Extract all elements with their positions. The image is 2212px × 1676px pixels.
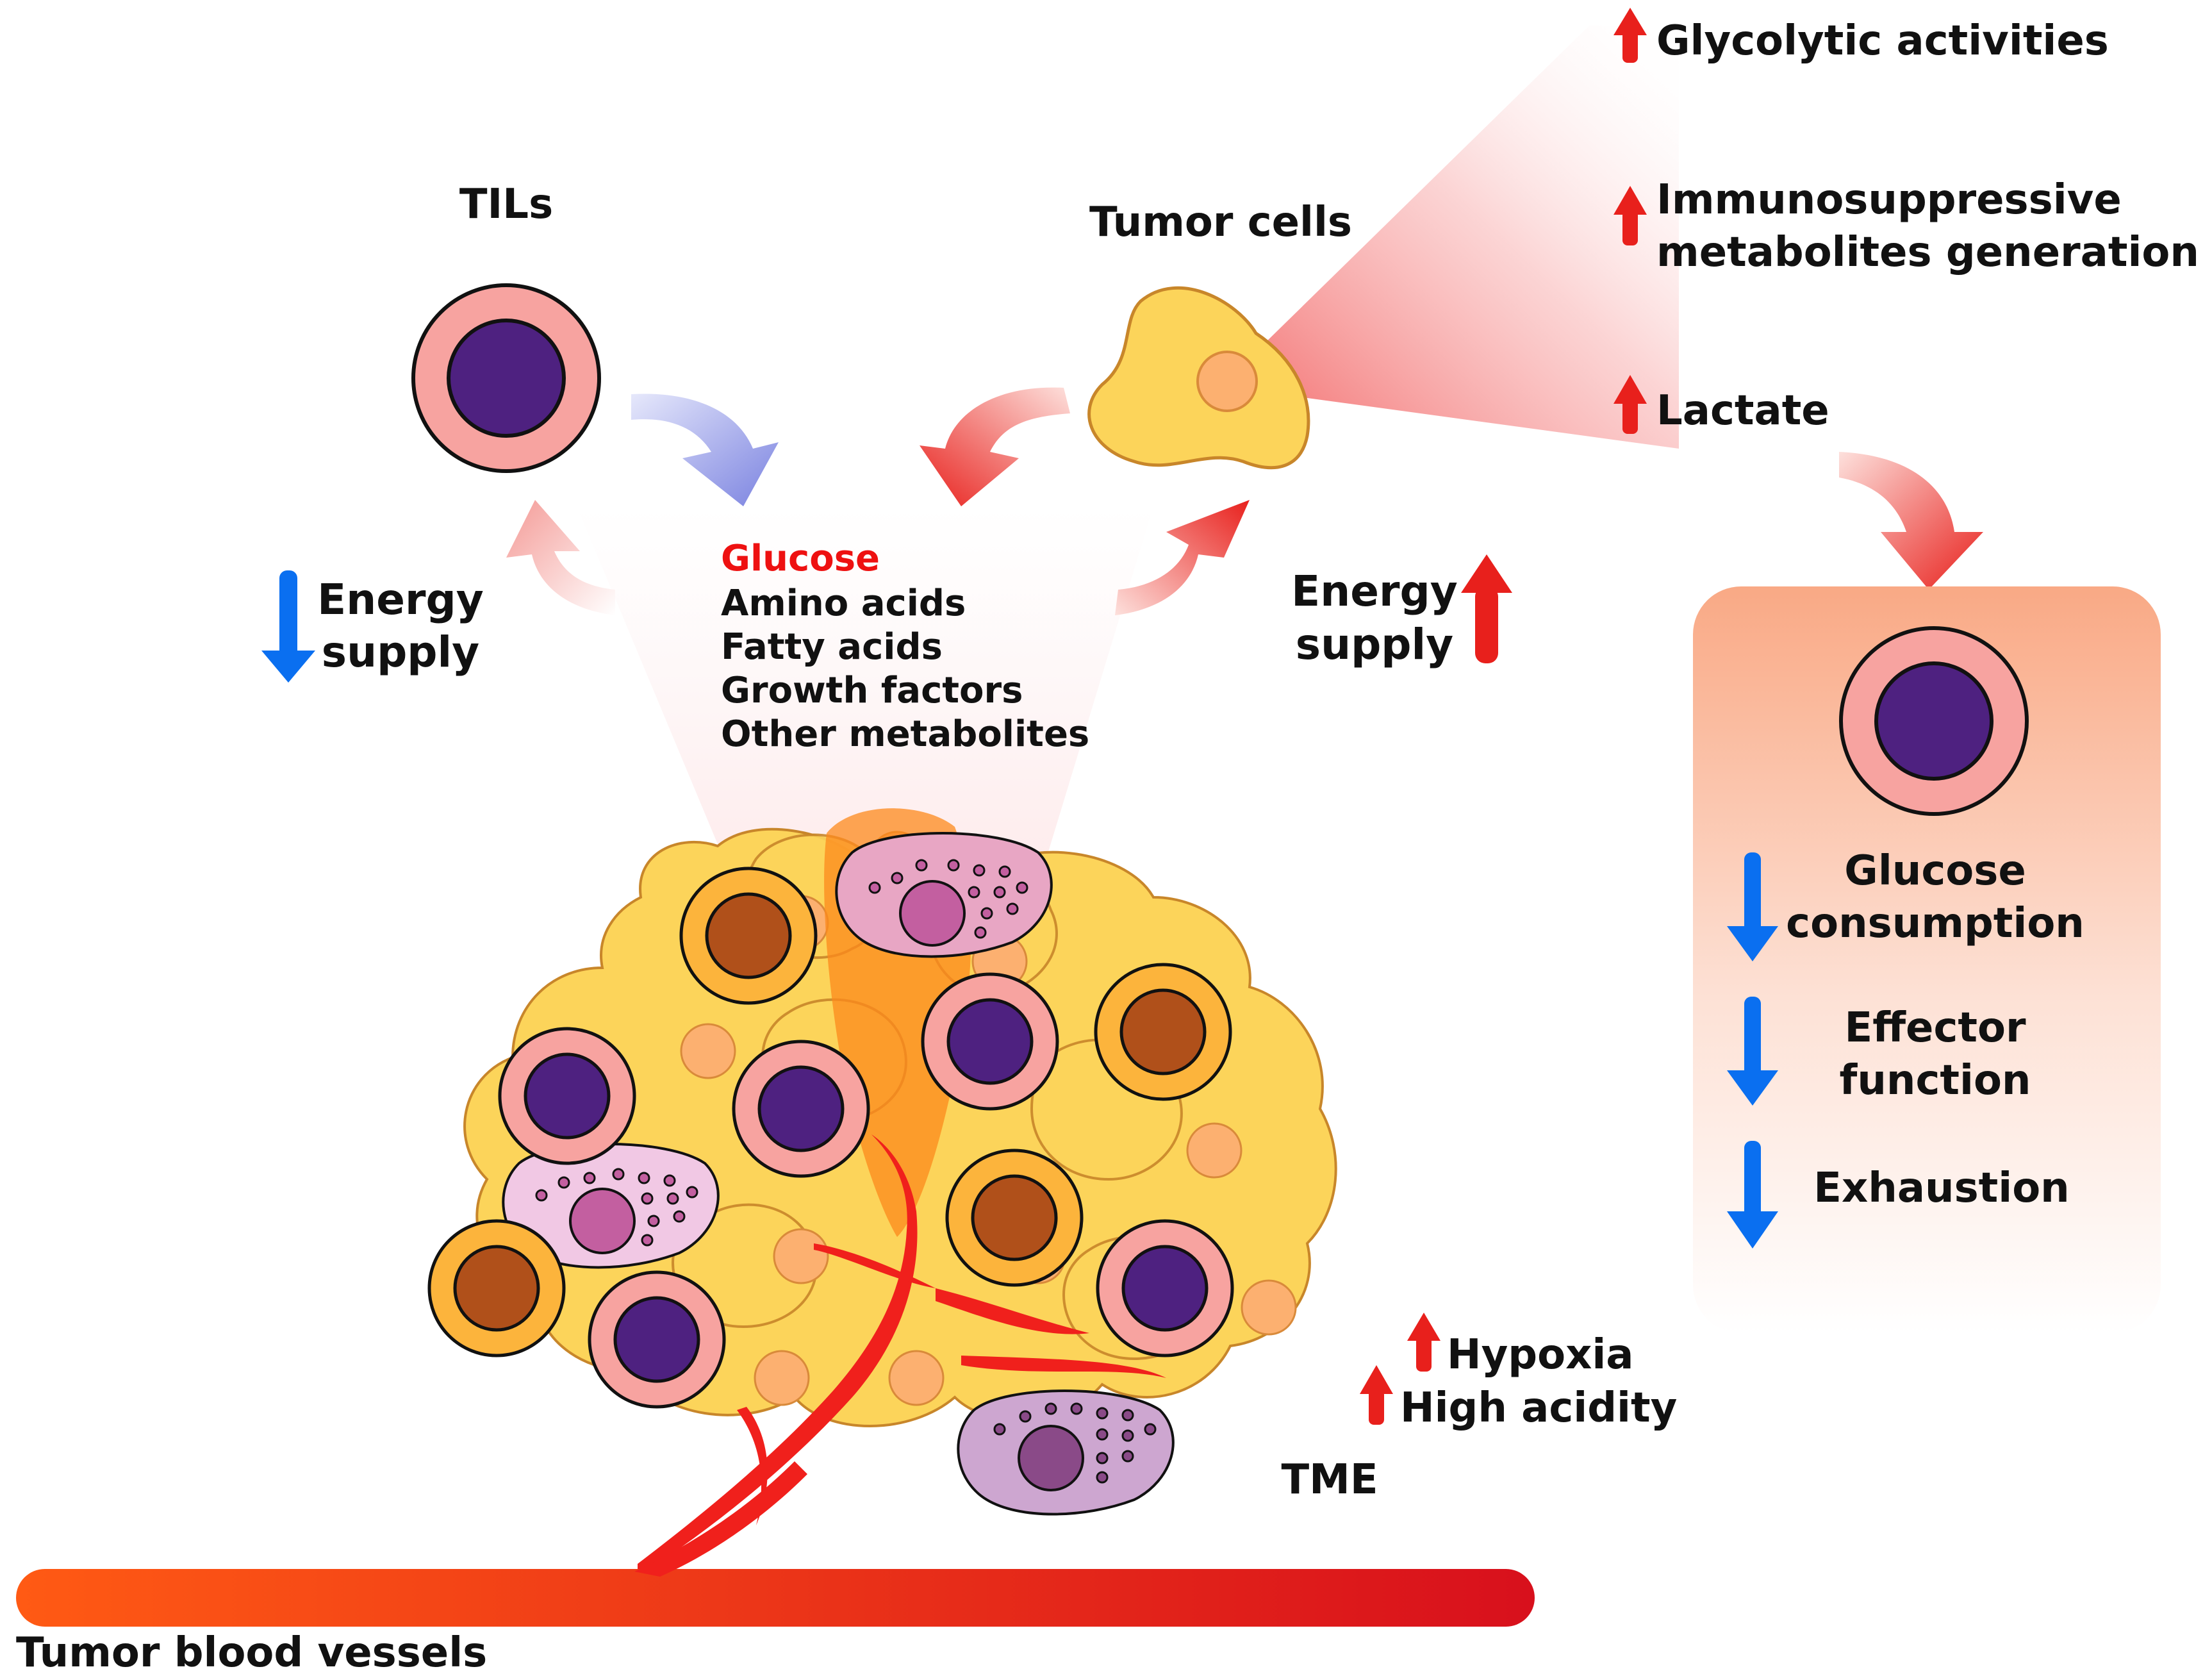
curved-arrow-icon	[631, 394, 779, 506]
effect-immunosuppressive: Immunosuppressive	[1656, 176, 2122, 224]
tils-label: TILs	[459, 181, 553, 228]
til-cell	[921, 972, 1059, 1111]
down-arrow-blue-icon	[1727, 852, 1778, 961]
granulocyte-cell	[835, 832, 1053, 958]
down-arrow-blue-icon	[1727, 997, 1778, 1106]
nutrient-other-metabolites: Other metabolites	[721, 713, 1089, 755]
up-arrow-red-icon	[1614, 186, 1647, 245]
down-arrow-blue-icon	[1727, 1141, 1778, 1249]
til-cell	[732, 1040, 870, 1178]
curved-arrow-icon	[506, 500, 615, 615]
zoom-beam	[1229, 26, 1679, 449]
tme-effects: Hypoxia High acidity	[1360, 1313, 1677, 1432]
up-arrow-red-icon	[1614, 375, 1647, 434]
energy-supply-right-line1: Energy	[1291, 567, 1458, 616]
tme-label: TME	[1281, 1456, 1378, 1504]
tme-cluster	[427, 808, 1337, 1577]
curved-arrow-icon	[1115, 500, 1250, 615]
effect-effector-line1: Effector	[1844, 1004, 2026, 1052]
nutrient-growth-factors: Growth factors	[721, 670, 1023, 711]
nutrient-glucose: Glucose	[721, 538, 880, 579]
til-cell	[588, 1270, 726, 1409]
up-arrow-red-icon	[1407, 1313, 1440, 1372]
curved-arrow-icon	[920, 387, 1070, 506]
til-cell-exhausted	[1839, 626, 2029, 816]
tumor-blood-vessel	[16, 1461, 1535, 1627]
effect-glucose-line1: Glucose	[1844, 847, 2026, 895]
up-arrow-red-icon	[1461, 554, 1512, 663]
effect-lactate: Lactate	[1656, 387, 1829, 435]
effect-high-acidity: High acidity	[1400, 1384, 1677, 1432]
myeloid-cell	[945, 1149, 1084, 1287]
energy-supply-left-line2: supply	[322, 627, 479, 677]
til-cell-large	[411, 283, 601, 473]
energy-supply-left-line1: Energy	[317, 575, 484, 624]
curved-arrow-icon	[1839, 452, 1983, 590]
effect-exhaustion: Exhaustion	[1813, 1165, 2069, 1212]
granulocyte-cell	[502, 1143, 720, 1269]
tumor-cell-large	[1087, 286, 1310, 470]
myeloid-cell	[427, 1219, 566, 1357]
tumor-effects: Glycolytic activities Immunosuppressive …	[1614, 8, 2199, 435]
nutrient-fatty-acids: Fatty acids	[721, 626, 943, 668]
energy-supply-right-line2: supply	[1296, 620, 1453, 669]
til-cell	[498, 1027, 636, 1165]
nutrient-amino-acids: Amino acids	[721, 583, 966, 624]
vessel-branches	[638, 1134, 1166, 1577]
myeloid-cell	[1094, 963, 1232, 1101]
granulocyte-cell	[957, 1390, 1175, 1516]
effect-glucose-line2: consumption	[1786, 900, 2084, 947]
effect-metabolites-generation: metabolites generation	[1656, 229, 2199, 276]
up-arrow-red-icon	[1360, 1365, 1393, 1425]
tumor-cells-label: Tumor cells	[1089, 199, 1352, 246]
tumor-blood-vessels-label: Tumor blood vessels	[16, 1629, 487, 1676]
down-arrow-blue-icon	[261, 570, 315, 683]
effect-effector-line2: function	[1840, 1057, 2031, 1104]
effect-hypoxia: Hypoxia	[1447, 1331, 1633, 1379]
til-effects-panel: Glucose consumption Effector function Ex…	[1693, 586, 2161, 1333]
nutrient-list: Glucose Amino acids Fatty acids Growth f…	[721, 538, 1089, 755]
myeloid-cell	[679, 867, 818, 1005]
up-arrow-red-icon	[1614, 8, 1647, 63]
effect-glycolytic: Glycolytic activities	[1656, 17, 2109, 65]
til-cell	[1096, 1219, 1234, 1357]
